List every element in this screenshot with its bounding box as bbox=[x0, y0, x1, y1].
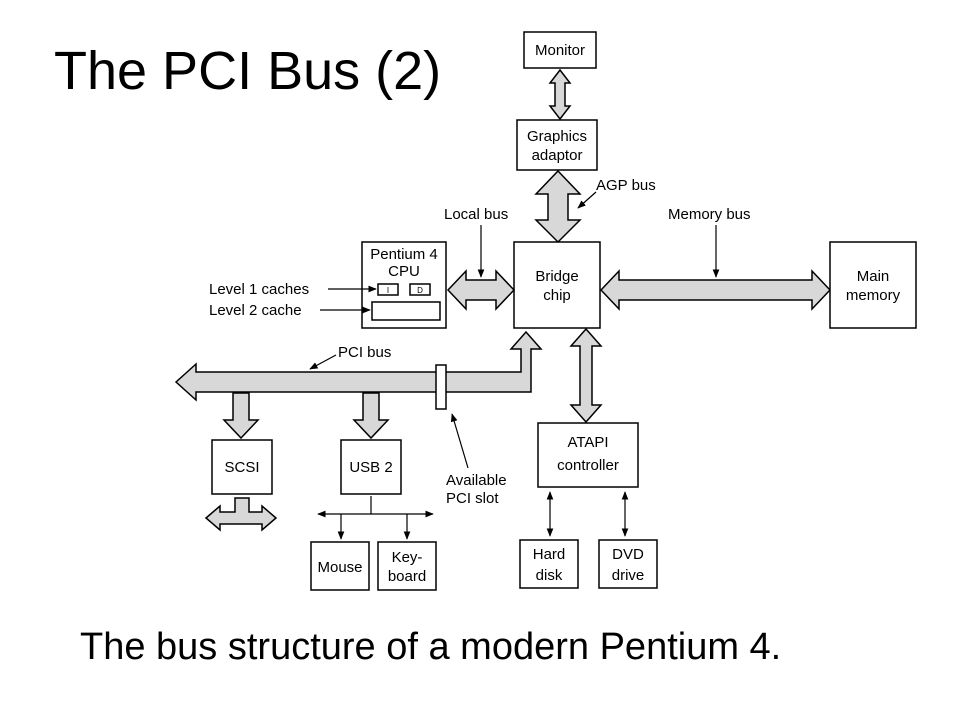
pci-slot bbox=[435, 364, 447, 410]
bridge-atapi-link bbox=[569, 327, 603, 424]
pci-slot-pointer bbox=[450, 413, 469, 469]
hard-disk-label-2: disk bbox=[536, 567, 563, 584]
l1-icache-label: I bbox=[387, 286, 389, 295]
main-memory-box: Main memory bbox=[829, 241, 917, 329]
keyboard-label-1: Key- bbox=[392, 549, 423, 566]
bridge-chip-box: Bridge chip bbox=[513, 241, 601, 329]
level1-caches-label: Level 1 caches bbox=[209, 281, 309, 298]
bridge-chip-label-1: Bridge bbox=[535, 268, 578, 285]
keyboard-label-2: board bbox=[388, 568, 426, 585]
atapi-label-2: controller bbox=[557, 457, 619, 474]
memory-bus-label: Memory bus bbox=[668, 206, 751, 223]
cpu-label-2: CPU bbox=[388, 263, 420, 280]
l2-cache bbox=[371, 301, 441, 321]
atapi-label-1: ATAPI bbox=[567, 434, 608, 451]
dvd-drive-label-1: DVD bbox=[612, 546, 644, 563]
monitor-label: Monitor bbox=[535, 42, 585, 59]
keyboard-box: Key- board bbox=[377, 541, 437, 591]
dvd-drive-label-2: drive bbox=[612, 567, 645, 584]
pci-bus bbox=[174, 330, 543, 402]
monitor-box: Monitor bbox=[523, 31, 597, 69]
l1-dcache bbox=[409, 283, 431, 296]
cpu-box: Pentium 4 CPU I D bbox=[361, 241, 447, 329]
graphics-adaptor-box: Graphics adaptor bbox=[516, 119, 598, 171]
local-bus-label: Local bus bbox=[444, 206, 508, 223]
agp-bus-pointer bbox=[577, 191, 597, 209]
local-bus bbox=[446, 269, 516, 311]
slide-title: The PCI Bus (2) bbox=[54, 41, 442, 101]
mouse-box: Mouse bbox=[310, 541, 370, 591]
graphics-adaptor-label-2: adaptor bbox=[532, 147, 583, 164]
pci-bus-pointer bbox=[309, 354, 337, 370]
main-memory-label-1: Main bbox=[857, 268, 890, 285]
hard-disk-label-1: Hard bbox=[533, 546, 566, 563]
pci-slot-label-1: Available bbox=[446, 472, 507, 489]
agp-bus-label: AGP bus bbox=[596, 177, 656, 194]
atapi-controller-box: ATAPI controller bbox=[537, 422, 639, 488]
pci-slot-label-2: PCI slot bbox=[446, 490, 499, 507]
bridge-chip-label-2: chip bbox=[543, 287, 571, 304]
pci-usb-link bbox=[352, 392, 390, 440]
l1-dcache-label: D bbox=[417, 286, 423, 295]
scsi-label: SCSI bbox=[224, 459, 259, 476]
usb-label: USB 2 bbox=[349, 459, 392, 476]
main-memory-label-2: memory bbox=[846, 287, 901, 304]
level2-cache-label: Level 2 cache bbox=[209, 302, 302, 319]
l1-icache bbox=[377, 283, 399, 296]
agp-bus bbox=[534, 169, 582, 244]
pci-bus-label: PCI bus bbox=[338, 344, 391, 361]
mouse-label: Mouse bbox=[317, 559, 362, 576]
usb-box: USB 2 bbox=[340, 439, 402, 495]
scsi-connector bbox=[204, 497, 278, 532]
pci-scsi-link bbox=[222, 392, 260, 440]
slide-caption: The bus structure of a modern Pentium 4. bbox=[80, 626, 782, 668]
cpu-label-1: Pentium 4 bbox=[370, 246, 438, 263]
dvd-drive-box: DVD drive bbox=[598, 539, 658, 589]
graphics-adaptor-label-1: Graphics bbox=[527, 128, 587, 145]
scsi-box: SCSI bbox=[211, 439, 273, 495]
monitor-graphics-link bbox=[548, 68, 572, 121]
hard-disk-box: Hard disk bbox=[519, 539, 579, 589]
